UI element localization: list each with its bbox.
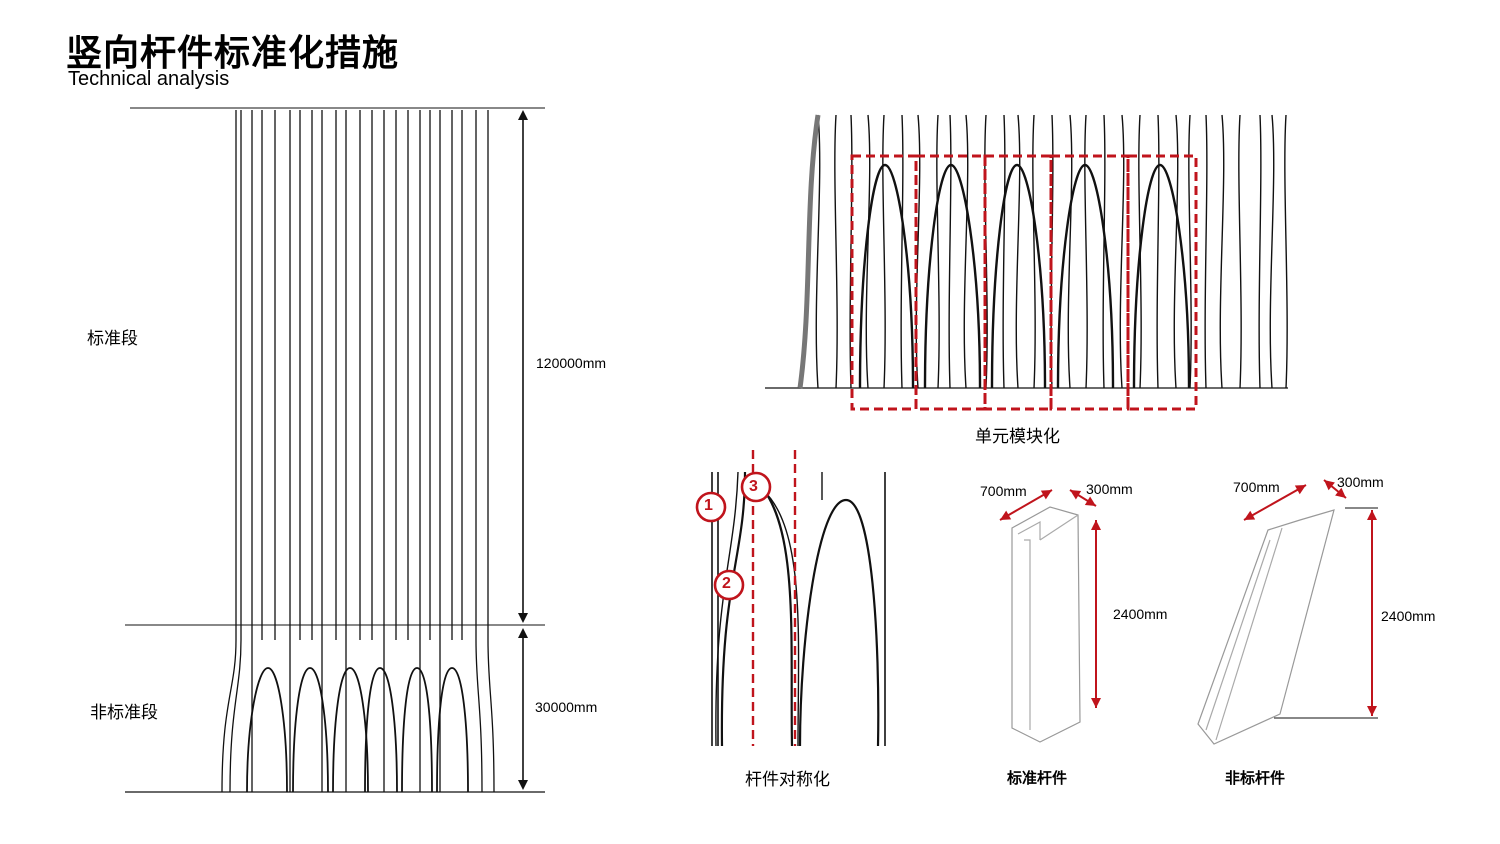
- module-member-13: [1032, 114, 1036, 389]
- module-member-4: [882, 114, 886, 389]
- arch-1: [292, 667, 329, 793]
- standard-width-arrow-head-start: [1000, 510, 1012, 520]
- marker-1-label: 1: [704, 497, 713, 514]
- marker-2-label: 2: [722, 575, 731, 592]
- module-member-3: [865, 114, 871, 389]
- standard-width-dimension: 700mm: [980, 483, 1027, 499]
- nonstandard-height-member-dimension: 2400mm: [1381, 608, 1436, 624]
- nonstandard-member-outline: [1197, 509, 1335, 745]
- nonstandard-member-web: [1205, 527, 1283, 741]
- module-box-4: [1126, 154, 1198, 411]
- standard-depth-dimension: 300mm: [1086, 481, 1133, 497]
- standard-width-arrow-shaft: [999, 489, 1053, 521]
- module-member-7: [936, 114, 940, 389]
- module-member-11: [1002, 114, 1006, 389]
- flare-right-b: [487, 639, 495, 793]
- module-arch-3: [1056, 163, 1115, 389]
- module-member-9: [963, 114, 969, 389]
- module-member-8: [948, 114, 952, 389]
- module-box-0: [850, 154, 918, 411]
- sym-curve-a: [720, 471, 747, 747]
- page-title: 竖向杆件标准化措施: [66, 33, 400, 74]
- nonstandard-dimension-arrow-head-top: [518, 628, 528, 638]
- standard-height-arrow-head-start: [1091, 520, 1101, 530]
- module-caption: 单元模块化: [975, 427, 1060, 447]
- standard-member-web: [1024, 539, 1031, 730]
- nonstandard-dimension-arrow-head-bottom: [518, 780, 528, 790]
- nonstandard-width-arrow-head-start: [1244, 510, 1256, 520]
- nonstandard-width-arrow-head-end: [1294, 485, 1306, 495]
- standard-dimension-arrow-head-top: [518, 110, 528, 120]
- nonstandard-depth-dimension: 300mm: [1337, 474, 1384, 490]
- module-member-18: [1119, 114, 1125, 389]
- arch-5: [436, 667, 469, 793]
- standard-depth-arrow-head-start: [1070, 490, 1082, 500]
- nonstandard-member-caption: 非标杆件: [1225, 769, 1286, 787]
- module-edge-member: [797, 114, 821, 389]
- module-member-17: [1102, 114, 1106, 389]
- flare-right-a: [475, 639, 483, 793]
- module-box-1: [914, 154, 987, 411]
- sym-curve-c: [754, 479, 794, 747]
- module-member-28: [1284, 114, 1288, 389]
- arch-4: [401, 667, 433, 793]
- module-member-5: [900, 114, 904, 389]
- page-subtitle: Technical analysis: [68, 68, 230, 90]
- module-arch-1: [923, 163, 982, 389]
- marker-circle-3: [740, 471, 772, 503]
- module-member-22: [1188, 114, 1192, 389]
- symmetry-caption: 杆件对称化: [745, 770, 830, 790]
- nonstandard-depth-arrow-head-end: [1335, 487, 1346, 498]
- module-arch-2: [990, 163, 1047, 389]
- module-arch-4: [1132, 163, 1191, 389]
- nonstandard-depth-arrow-head-start: [1324, 480, 1335, 491]
- module-member-15: [1067, 114, 1073, 389]
- standard-height-arrow-head-end: [1091, 698, 1101, 708]
- flare-left-a: [221, 639, 237, 793]
- marker-3-label: 3: [749, 478, 758, 495]
- module-member-16: [1084, 114, 1088, 389]
- module-box-3: [1049, 154, 1130, 411]
- sym-arch: [798, 498, 880, 747]
- standard-depth-arrow-head-end: [1084, 496, 1096, 506]
- nonstandard-section-label: 非标准段: [90, 703, 158, 723]
- marker-circle-2: [713, 569, 745, 601]
- flare-left-b: [229, 639, 242, 793]
- module-member-21: [1173, 114, 1179, 389]
- module-member-1: [834, 114, 838, 389]
- module-member-27: [1269, 114, 1275, 389]
- standard-member-outline: [1011, 506, 1081, 743]
- module-member-24: [1219, 114, 1225, 389]
- standard-member-caption: 标准杆件: [1007, 769, 1068, 787]
- module-box-2: [983, 154, 1053, 411]
- module-member-12: [1015, 114, 1021, 389]
- standard-section-label: 标准段: [87, 329, 138, 349]
- nonstandard-height-arrow-head-start: [1367, 510, 1377, 520]
- nonstandard-width-arrow-shaft: [1243, 484, 1307, 521]
- nonstandard-height-arrow-head-end: [1367, 706, 1377, 716]
- standard-member-flange: [1017, 514, 1079, 541]
- module-arch-0: [858, 163, 915, 389]
- marker-circle-1: [695, 491, 727, 523]
- module-member-26: [1258, 114, 1262, 389]
- standard-width-arrow-head-end: [1040, 490, 1052, 500]
- arch-2: [332, 667, 369, 793]
- standard-dimension-arrow-head-bottom: [518, 613, 528, 623]
- module-member-0: [815, 114, 821, 389]
- arch-3: [364, 667, 398, 793]
- nonstandard-height-dimension: 30000mm: [535, 699, 598, 715]
- nonstandard-width-dimension: 700mm: [1233, 479, 1280, 495]
- module-member-25: [1238, 114, 1242, 389]
- arch-0: [246, 667, 288, 793]
- standard-height-member-dimension: 2400mm: [1113, 606, 1168, 622]
- module-member-20: [1156, 114, 1160, 389]
- sym-curve-d: [762, 489, 800, 747]
- standard-height-dimension: 120000mm: [536, 355, 607, 371]
- module-member-23: [1204, 114, 1208, 389]
